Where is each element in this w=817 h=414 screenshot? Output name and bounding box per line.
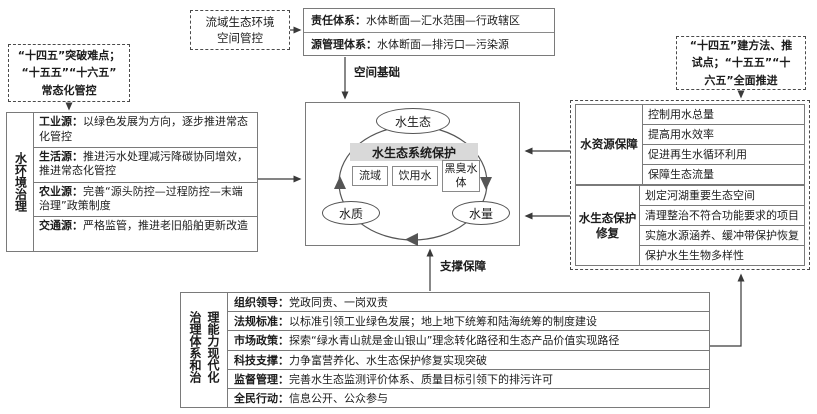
right-panel: 水资源保障 控制用水总量 提高用水效率 促进再生水循环利用 保障生态流量 水生态… <box>570 100 810 270</box>
bottom-panel-title-col: 治理体系和治理能力现代化 <box>181 293 227 407</box>
note-left-line1: “十四五”突破难点； <box>17 49 121 63</box>
chip-basin: 流域 <box>352 166 388 186</box>
rp-item: 促进再生水循环利用 <box>643 144 804 164</box>
bottom-row-org: 组织领导：党政同责、一岗双责 <box>228 293 709 311</box>
row-label: 工业源： <box>39 115 83 128</box>
row-label: 法规标准： <box>234 315 289 329</box>
source-system-text: 水体断面—排污口—污染源 <box>377 37 509 51</box>
space-control-line1: 流域生态环境 <box>205 14 275 29</box>
water-resource-items: 控制用水总量 提高用水效率 促进再生水循环利用 保障生态流量 <box>643 105 804 184</box>
row-text: 党政同责、一岗双责 <box>289 296 388 310</box>
row-label: 市场政策： <box>234 334 289 348</box>
bottom-panel-rows: 组织领导：党政同责、一岗双责 法规标准：以标准引领工业绿色发展；地上地下统筹和陆… <box>227 293 709 407</box>
row-label: 全民行动： <box>234 391 289 405</box>
water-resource-section: 水资源保障 控制用水总量 提高用水效率 促进再生水循环利用 保障生态流量 <box>575 104 805 185</box>
note-right-line2: 试点；“十五五”“十 <box>691 56 791 70</box>
cycle-arrowhead-bottom <box>405 233 418 246</box>
cycle-arrowhead-left <box>334 176 346 189</box>
note-right-line3: 六五”全面推进 <box>704 73 778 87</box>
system-box: 责任体系：水体断面—汇水范围—行政辖区 源管理体系：水体断面—排污口—污染源 <box>303 8 555 56</box>
row-text: 完善“源头防控—过程防控—末端治理”政策制度 <box>39 184 243 213</box>
rp-item: 保障生态流量 <box>643 164 804 184</box>
source-system-row: 源管理体系：水体断面—排污口—污染源 <box>304 31 554 56</box>
left-panel-row-domestic: 生活源：推进污水处理减污降碳协同增效，推进常态化管控 <box>34 146 257 182</box>
rp-item: 提高用水效率 <box>643 124 804 144</box>
left-panel-row-transport: 交通源：严格监管，推进老旧船舶更新改造 <box>34 216 257 251</box>
row-label: 科技支撑： <box>234 353 289 367</box>
row-text: 以绿色发展为方向，逐步推进常态化管控 <box>39 115 248 143</box>
left-panel-title: 水环境治理 <box>13 152 28 212</box>
bottom-row-supervision: 监督管理：完善水生态监测评价体系、质量目标引领下的排污许可 <box>228 368 709 388</box>
rp-item: 实施水源涵养、缓冲带保护恢复 <box>640 225 804 245</box>
responsibility-label: 责任体系： <box>311 14 366 28</box>
row-label: 农业源： <box>39 184 83 198</box>
eco-restoration-section: 水生态保护修复 划定河湖重要生态空间 清理整治不符合功能要求的项目 实施水源涵养… <box>575 185 805 266</box>
note-right-plan: “十四五”建方法、推 试点；“十五五”“十 六五”全面推进 <box>676 36 806 90</box>
bottom-row-law: 法规标准：以标准引领工业绿色发展；地上地下统筹和陆海统筹的制度建设 <box>228 311 709 330</box>
space-control-box: 流域生态环境 空间管控 <box>190 10 290 50</box>
left-panel-row-industry: 工业源：以绿色发展为方向，逐步推进常态化管控 <box>34 113 257 147</box>
row-text: 力争富营养化、水生态保护修复实现突破 <box>289 353 487 367</box>
left-panel-row-agriculture: 农业源：完善“源头防控—过程防控—末端治理”政策制度 <box>34 181 257 217</box>
node-water-quality: 水质 <box>322 201 380 225</box>
bottom-row-market: 市场政策：探索“绿水青山就是金山银山”理念转化路径和生态产品价值实现路径 <box>228 330 709 349</box>
row-label: 监督管理： <box>234 372 289 386</box>
row-text: 以标准引领工业绿色发展；地上地下统筹和陆海统筹的制度建设 <box>289 315 597 329</box>
row-text: 探索“绿水青山就是金山银山”理念转化路径和生态产品价值实现路径 <box>289 334 620 348</box>
row-label: 交通源： <box>39 219 83 233</box>
eco-restoration-title: 水生态保护修复 <box>576 186 640 265</box>
note-left-line3: 常态化管控 <box>41 83 97 97</box>
node-water-quantity: 水量 <box>452 201 510 225</box>
chip-black-odorous-water: 黑臭水体 <box>442 160 480 192</box>
eco-restoration-items: 划定河湖重要生态空间 清理整治不符合功能要求的项目 实施水源涵养、缓冲带保护恢复… <box>640 186 804 265</box>
note-right-line1: “十四五”建方法、推 <box>689 39 793 53</box>
bottom-panel-title: 治理体系和治理能力现代化 <box>188 311 220 383</box>
row-text: 推进污水处理减污降碳协同增效，推进常态化管控 <box>39 149 248 178</box>
rp-item: 清理整治不符合功能要求的项目 <box>640 205 804 225</box>
bottom-row-public: 全民行动：信息公开、公众参与 <box>228 387 709 407</box>
bottom-panel: 治理体系和治理能力现代化 组织领导：党政同责、一岗双责 法规标准：以标准引领工业… <box>180 292 710 408</box>
row-text: 完善水生态监测评价体系、质量目标引领下的排污许可 <box>289 372 553 386</box>
center-banner: 水生态系统保护 <box>350 143 478 161</box>
left-panel-rows: 工业源：以绿色发展为方向，逐步推进常态化管控 生活源：推进污水处理减污降碳协同增… <box>33 113 257 251</box>
left-panel: 水环境治理 工业源：以绿色发展为方向，逐步推进常态化管控 生活源：推进污水处理减… <box>6 112 258 252</box>
row-text: 严格监管，推进老旧船舶更新改造 <box>83 219 248 233</box>
left-panel-title-col: 水环境治理 <box>7 113 33 251</box>
row-text: 信息公开、公众参与 <box>289 391 388 405</box>
responsibility-text: 水体断面—汇水范围—行政辖区 <box>366 14 520 28</box>
cycle-arrowhead-right <box>480 177 492 190</box>
arrow-bottompanel-to-rightpanel <box>710 273 745 347</box>
rp-item: 保护水生生物多样性 <box>640 245 804 265</box>
node-water-ecology: 水生态 <box>376 108 450 134</box>
space-basis-label: 空间基础 <box>352 64 402 80</box>
center-diagram: 水生态 水生态系统保护 流域 饮用水 黑臭水体 水质 水量 <box>305 102 520 246</box>
source-system-label: 源管理体系： <box>311 37 377 51</box>
note-left-plan: “十四五”突破难点； “十五五”“十六五” 常态化管控 <box>8 44 130 102</box>
note-left-line2: “十五五”“十六五” <box>21 66 117 80</box>
bottom-row-tech: 科技支撑：力争富营养化、水生态保护修复实现突破 <box>228 349 709 369</box>
row-label: 组织领导： <box>234 296 289 310</box>
rp-item: 控制用水总量 <box>648 108 714 121</box>
support-label: 支撑保障 <box>438 258 488 274</box>
row-label: 生活源： <box>39 149 83 163</box>
water-resource-title: 水资源保障 <box>576 105 643 184</box>
rp-item: 划定河湖重要生态空间 <box>645 189 755 202</box>
chip-drinking-water: 饮用水 <box>392 166 438 186</box>
responsibility-system-row: 责任体系：水体断面—汇水范围—行政辖区 <box>304 9 554 32</box>
space-control-line2: 空间管控 <box>217 31 263 45</box>
